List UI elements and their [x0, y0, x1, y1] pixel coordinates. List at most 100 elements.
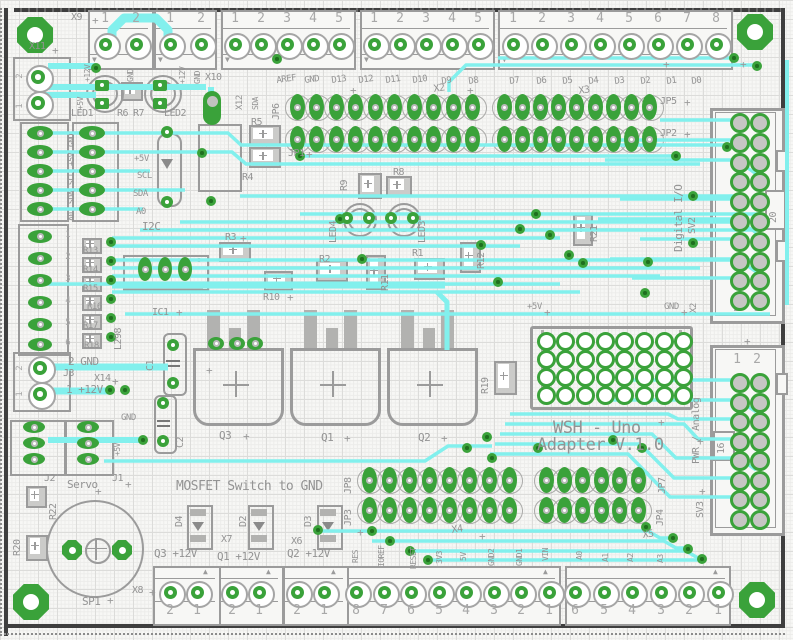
diode-body[interactable]: [248, 505, 274, 550]
origin-cross-icon: +: [663, 58, 670, 71]
capacitor-body[interactable]: [154, 395, 177, 454]
sv-pad[interactable]: [730, 432, 750, 452]
proto-pad[interactable]: [635, 349, 654, 369]
proto-pad[interactable]: [595, 349, 615, 369]
screw-terminal-pad[interactable]: [185, 580, 213, 608]
proto-pad[interactable]: [674, 349, 694, 369]
sv-pad[interactable]: [750, 232, 770, 252]
sv-pad[interactable]: [750, 432, 770, 452]
proto-pad[interactable]: [615, 331, 635, 351]
sv-pad[interactable]: [730, 393, 750, 413]
sv-pad[interactable]: [730, 113, 750, 133]
sv-pad[interactable]: [730, 252, 750, 272]
screw-terminal-pad[interactable]: [704, 32, 732, 60]
sv-pad[interactable]: [730, 271, 750, 291]
proto-pad[interactable]: [615, 385, 635, 405]
proto-pad[interactable]: [654, 349, 674, 369]
proto-pad[interactable]: [575, 367, 595, 387]
sv-pad[interactable]: [750, 490, 770, 510]
proto-pad[interactable]: [536, 349, 556, 369]
proto-pad[interactable]: [536, 385, 556, 405]
screw-terminal-pad[interactable]: [559, 32, 587, 60]
proto-pad[interactable]: [575, 385, 595, 405]
sv-pad[interactable]: [750, 393, 770, 413]
sv-pad[interactable]: [750, 172, 770, 192]
sv-pad[interactable]: [730, 373, 750, 393]
speaker-outline[interactable]: [46, 500, 144, 598]
via-hole: [548, 233, 552, 237]
sv-pad[interactable]: [750, 133, 770, 153]
proto-pad[interactable]: [654, 367, 674, 387]
sv-pad[interactable]: [730, 133, 750, 153]
screw-terminal-pad[interactable]: [93, 32, 121, 60]
pad-hole: [32, 441, 36, 445]
ic1-body[interactable]: [123, 255, 209, 291]
screw-terminal-pad[interactable]: [28, 382, 56, 410]
sv-pad[interactable]: [730, 172, 750, 192]
proto-pad[interactable]: [674, 385, 694, 405]
proto-pad[interactable]: [536, 331, 556, 351]
led-outline[interactable]: [144, 75, 182, 113]
sv-pad[interactable]: [750, 192, 770, 212]
sv-pad[interactable]: [730, 471, 750, 491]
sv-pad[interactable]: [750, 212, 770, 232]
sv-pad[interactable]: [730, 510, 750, 530]
sv-pad[interactable]: [730, 291, 750, 311]
screw-terminal-pad[interactable]: [124, 32, 152, 60]
proto-pad[interactable]: [635, 331, 654, 351]
proto-pad[interactable]: [615, 349, 635, 369]
x14-connector[interactable]: [13, 352, 71, 412]
j3-connector[interactable]: [18, 224, 69, 356]
proto-pad[interactable]: [556, 367, 576, 387]
sv-pad[interactable]: [750, 252, 770, 272]
sv-pad[interactable]: [750, 471, 770, 491]
proto-pad[interactable]: [674, 331, 694, 351]
label-x4: X4: [450, 523, 464, 536]
origin-cross-icon: +: [479, 530, 486, 543]
proto-pad[interactable]: [635, 385, 654, 405]
sv-pad[interactable]: [750, 412, 770, 432]
proto-pad[interactable]: [575, 349, 595, 369]
sv-pad[interactable]: [750, 271, 770, 291]
silk-line: [166, 364, 180, 367]
proto-grid[interactable]: [530, 326, 693, 410]
mosfet-body[interactable]: [387, 348, 478, 426]
sv-pad[interactable]: [730, 212, 750, 232]
sv-pad[interactable]: [730, 451, 750, 471]
pad-hole: [38, 150, 42, 154]
sv-pad[interactable]: [750, 291, 770, 311]
sv-pad[interactable]: [750, 510, 770, 530]
proto-pad[interactable]: [595, 331, 615, 351]
mosfet-body[interactable]: [193, 348, 284, 426]
sv-pad[interactable]: [750, 373, 770, 393]
proto-pad[interactable]: [556, 349, 576, 369]
screw-terminal-pad[interactable]: [620, 580, 648, 608]
sv-pad[interactable]: [750, 451, 770, 471]
sv-pad[interactable]: [750, 113, 770, 133]
proto-pad[interactable]: [556, 331, 576, 351]
proto-pad[interactable]: [635, 367, 654, 387]
proto-pad[interactable]: [536, 367, 556, 387]
proto-pad[interactable]: [674, 367, 694, 387]
via-hole: [671, 536, 675, 540]
proto-pad[interactable]: [654, 385, 674, 405]
screw-terminal-pad[interactable]: [466, 32, 494, 60]
screw-terminal-pad[interactable]: [509, 580, 537, 608]
sv-pad[interactable]: [730, 490, 750, 510]
mosfet-body[interactable]: [290, 348, 381, 426]
pad-hole: [373, 105, 377, 109]
sv-pad[interactable]: [730, 232, 750, 252]
diode-body[interactable]: [187, 505, 213, 550]
proto-pad[interactable]: [556, 385, 576, 405]
proto-pad[interactable]: [595, 367, 615, 387]
label-r7: R7: [133, 108, 145, 119]
proto-pad[interactable]: [595, 385, 615, 405]
sv-pad[interactable]: [730, 412, 750, 432]
proto-pad[interactable]: [615, 367, 635, 387]
proto-pad[interactable]: [654, 331, 674, 351]
sv-pad[interactable]: [730, 192, 750, 212]
sv-pad[interactable]: [730, 153, 750, 173]
proto-pad[interactable]: [575, 331, 595, 351]
sv-pad[interactable]: [750, 153, 770, 173]
